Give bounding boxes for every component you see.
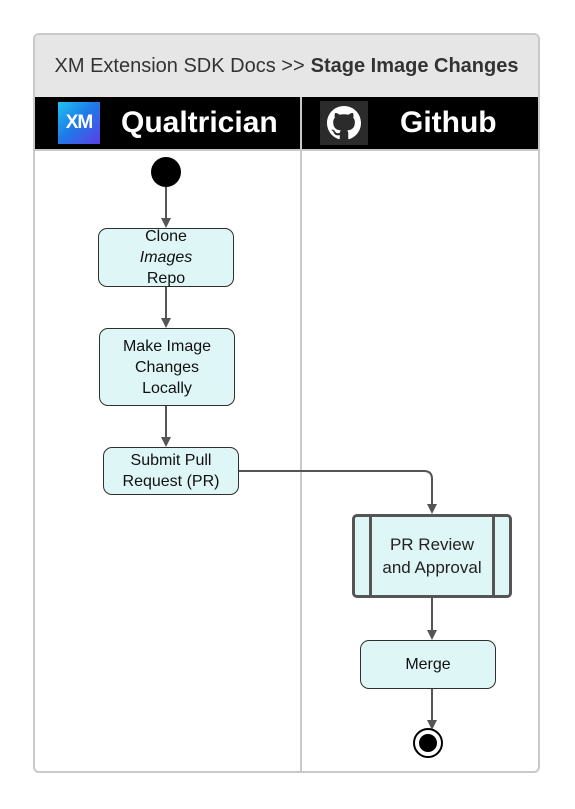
- xm-logo-icon: XM: [58, 102, 100, 144]
- breadcrumb: XM Extension SDK Docs >>: [54, 54, 305, 77]
- end-node: [413, 728, 443, 758]
- lane-title-qualtrician: Qualtrician: [121, 106, 278, 139]
- node-clone-images-repo: Clone Images Repo: [98, 228, 234, 287]
- page-title: Stage Image Changes: [310, 54, 519, 77]
- github-icon: [320, 101, 368, 145]
- diagram-title-bar: XM Extension SDK Docs >> Stage Image Cha…: [35, 35, 538, 97]
- start-node: [151, 157, 181, 187]
- lane-header-separator: [35, 149, 538, 151]
- lane-title-github: Github: [400, 106, 497, 139]
- node-merge: Merge: [360, 640, 496, 689]
- node-submit-pull-request: Submit Pull Request (PR): [103, 447, 239, 495]
- lane-divider: [300, 97, 302, 773]
- node-pr-review-approval: PR Review and Approval: [352, 514, 512, 598]
- arrow-submit-to-review: [238, 470, 437, 514]
- node-make-image-changes: Make Image Changes Locally: [99, 328, 235, 406]
- lane-header-qualtrician: XM Qualtrician: [35, 97, 300, 149]
- lane-header-github: Github: [302, 97, 538, 149]
